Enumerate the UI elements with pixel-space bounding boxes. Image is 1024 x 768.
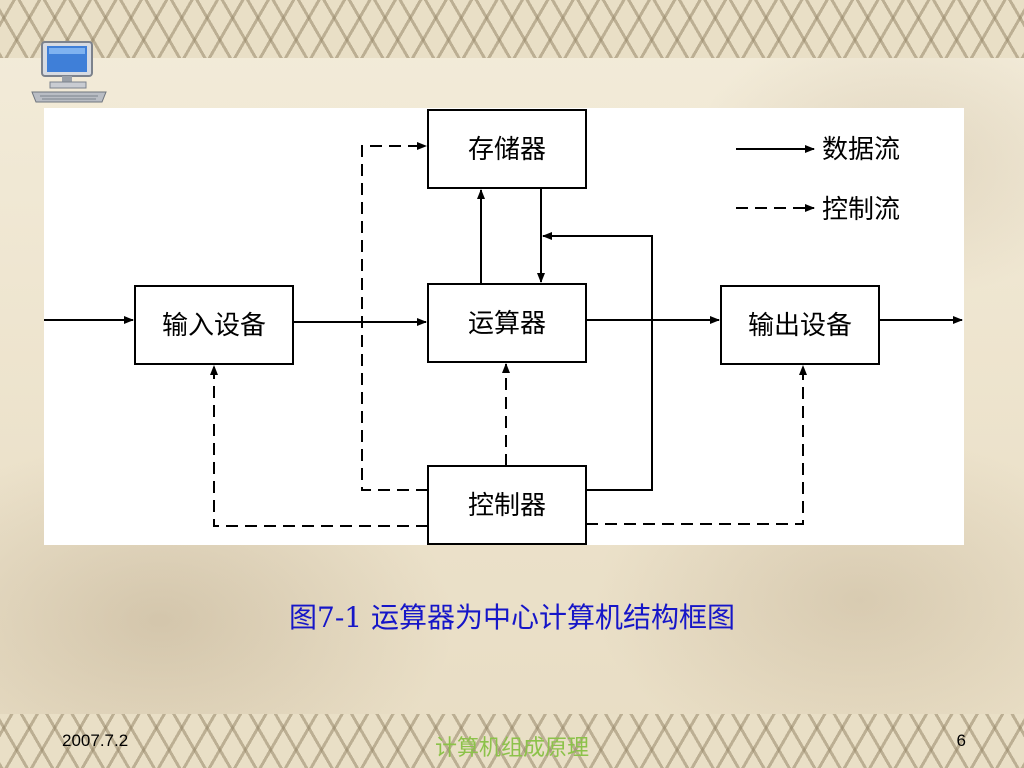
memory-label: 存储器: [468, 135, 546, 165]
architecture-diagram: 数据流 控制流 存储器 运算器 输入设备 输出设备 控制器: [44, 109, 963, 545]
alu-box: [427, 283, 587, 363]
memory-box: [427, 109, 587, 189]
decorative-bottom-border: [0, 714, 1024, 768]
decorative-top-border: [0, 0, 1024, 58]
input-box: [134, 285, 294, 365]
input-label: 输入设备: [162, 311, 266, 341]
footer-date: 2007.7.2: [62, 731, 129, 750]
alu-label: 运算器: [468, 309, 546, 339]
output-box: [720, 285, 880, 365]
legend-data-flow-label: 数据流: [822, 135, 900, 165]
computer-icon: [31, 41, 107, 103]
control-flow-arrows: [210, 142, 807, 527]
legend-control-flow-label: 控制流: [822, 195, 900, 225]
page-number: 6: [956, 731, 966, 750]
figure-caption: 图7-1 运算器为中心计算机结构框图: [289, 601, 735, 634]
footer-title: 计算机组成原理: [434, 736, 589, 761]
controller-label: 控制器: [468, 491, 546, 521]
output-label: 输出设备: [748, 311, 852, 341]
data-flow-arrows: [44, 188, 963, 491]
controller-box: [427, 465, 587, 545]
diagram-panel: 数据流 控制流 存储器 运算器 输入设备 输出设备 控制器: [44, 108, 964, 545]
